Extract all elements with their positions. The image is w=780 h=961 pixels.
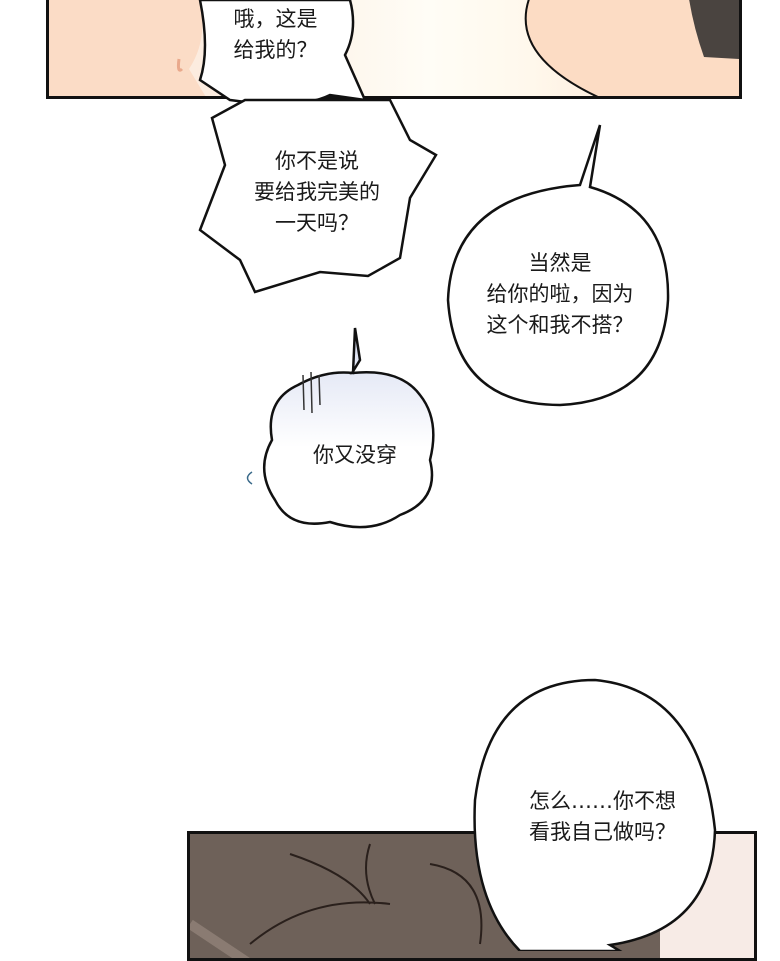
speech-bubble-5-text: 怎么……你不想 看我自己做吗？ <box>529 789 676 844</box>
speech-bubble-4-text: 你又没穿 <box>313 443 397 467</box>
comic-panel-top <box>46 0 742 99</box>
speech-bubble-3-text: 当然是 给你的啦，因为 这个和我不搭？ <box>486 251 634 337</box>
speech-bubble-2-text: 你不是说 要给我完美的 一天吗？ <box>254 149 380 235</box>
panel-top-art <box>49 0 739 96</box>
speech-bubble-1-text: 哦，这是 给我的？ <box>233 7 318 62</box>
